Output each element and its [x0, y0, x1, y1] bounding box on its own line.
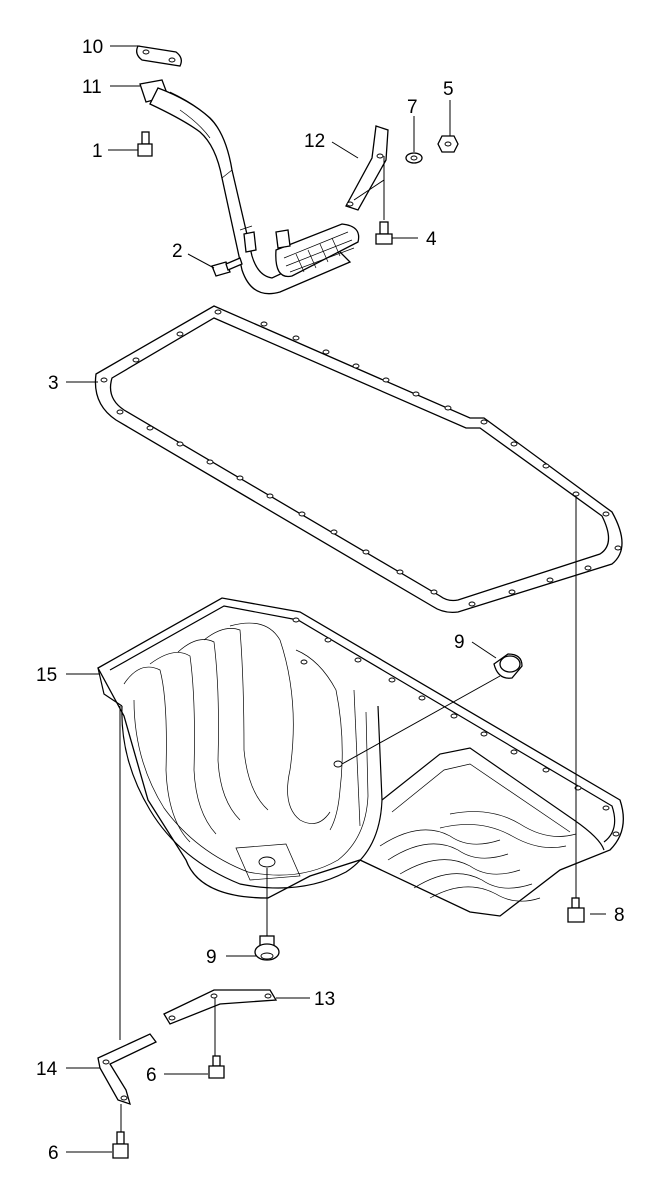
drain-plug-side-part: [493, 653, 523, 679]
callout-2: 2: [172, 241, 183, 262]
callout-5: 5: [443, 79, 454, 100]
callout-13: 13: [314, 989, 335, 1010]
suction-pipe-part: [139, 79, 360, 295]
bracket-bolt-right-part: [208, 1055, 225, 1079]
bracket-left-part: [97, 1033, 157, 1106]
bracket-bolt-left-part: [112, 1131, 129, 1159]
bracket-bolt-part: [375, 221, 393, 245]
washer-part: [405, 152, 423, 164]
callout-4: 4: [426, 229, 437, 250]
callout-9-side: 9: [454, 632, 465, 653]
callout-11: 11: [82, 77, 102, 98]
callout-labels: 10 11 1 2 12 7 5 4 3 9 15 8 9 13 14 6 6: [36, 37, 625, 1164]
callout-10: 10: [82, 37, 103, 58]
drain-plug-bottom-part: [254, 935, 280, 961]
callout-14: 14: [36, 1059, 58, 1080]
flange-bolt-part: [137, 131, 153, 157]
oil-pan-gasket-part: [94, 305, 623, 614]
oil-pan-bolt-part: [567, 897, 585, 923]
bracket-right-part: [163, 989, 278, 1025]
pipe-bracket-bolt-part: [211, 257, 243, 277]
callout-6-left: 6: [48, 1143, 59, 1164]
support-bracket-part: [345, 125, 389, 211]
oil-pan-part: [97, 597, 624, 917]
callout-7: 7: [407, 97, 418, 118]
callout-15: 15: [36, 665, 57, 686]
leader-lines: [66, 45, 606, 1153]
callout-3: 3: [48, 373, 59, 394]
callout-1: 1: [92, 141, 103, 162]
callout-12: 12: [304, 131, 325, 152]
gasket-tube-flange-part: [136, 45, 182, 67]
callout-8: 8: [614, 905, 625, 926]
nut-part: [437, 135, 459, 153]
callout-6-right: 6: [146, 1065, 157, 1086]
callout-9-bottom: 9: [206, 947, 217, 968]
